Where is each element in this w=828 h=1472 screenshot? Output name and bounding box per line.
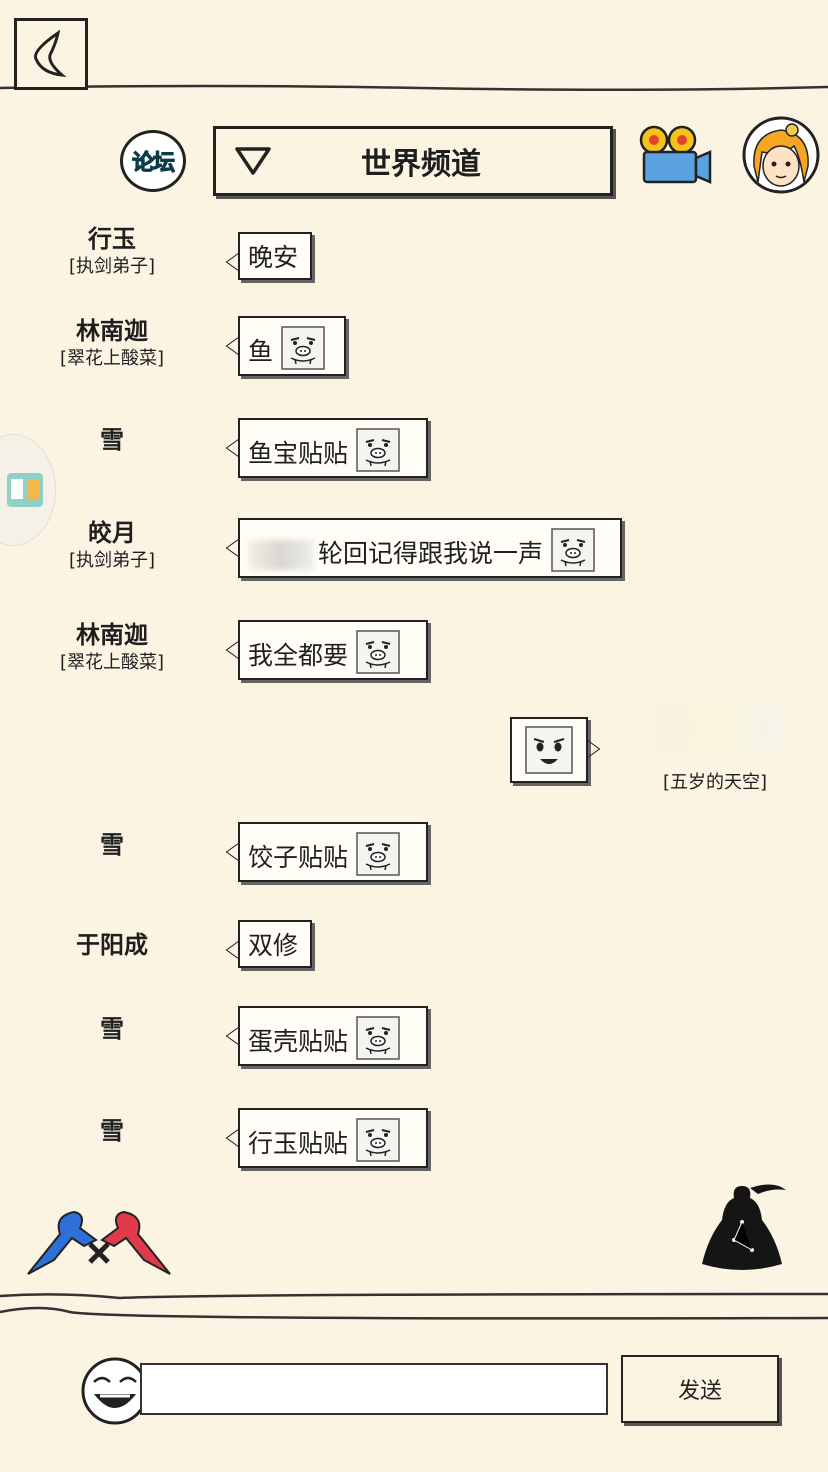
sender-title: [翠花上酸菜] xyxy=(59,348,165,369)
bubble-text: 轮回记得跟我说一声 xyxy=(318,539,544,568)
pig-face-sticker-icon xyxy=(356,630,400,674)
chat-bubble[interactable]: 饺子贴贴 xyxy=(226,822,428,882)
message-sender[interactable]: 雪 xyxy=(20,830,204,860)
chat-bubble[interactable]: 我全都要 xyxy=(226,620,428,680)
self-chat-bubble[interactable] xyxy=(510,717,600,783)
sender-name: 雪 xyxy=(100,1015,124,1043)
sender-name: 雪 xyxy=(100,1117,124,1145)
message-sender[interactable]: 于阳成 xyxy=(20,930,204,960)
header-divider xyxy=(0,84,828,92)
pig-face-sticker-icon xyxy=(356,1016,400,1060)
channel-select[interactable]: 世界频道 xyxy=(213,126,613,196)
pig-face-sticker-icon xyxy=(551,528,595,572)
bubble-text: 行玉贴贴 xyxy=(248,1129,349,1158)
meditating-figure-icon[interactable] xyxy=(694,1180,790,1276)
forum-button[interactable]: 论坛 xyxy=(120,130,186,192)
chat-bubble[interactable]: 双修 xyxy=(226,920,312,968)
message-sender[interactable]: 雪 xyxy=(20,1014,204,1044)
bubble-text: 我全都要 xyxy=(248,641,349,670)
pig-face-sticker-icon xyxy=(281,326,325,370)
fighters-icon[interactable] xyxy=(24,1204,174,1280)
sender-title: [执剑弟子] xyxy=(68,550,156,571)
triangle-down-icon xyxy=(235,147,271,175)
pig-face-sticker-icon xyxy=(356,428,400,472)
chat-bubble[interactable]: 行玉贴贴 xyxy=(226,1108,428,1168)
message-sender[interactable]: 林南迦 [翠花上酸菜] xyxy=(20,620,204,676)
laughing-face-icon[interactable] xyxy=(80,1356,150,1426)
blurred-content xyxy=(248,540,314,570)
movie-camera-icon[interactable] xyxy=(634,124,714,188)
sender-name: 皎月 xyxy=(88,519,136,547)
sender-title: [翠花上酸菜] xyxy=(59,652,165,673)
sender-name: 雪 xyxy=(100,831,124,859)
chat-bubble[interactable]: 鱼宝贴贴 xyxy=(226,418,428,478)
sender-name: 行玉 xyxy=(88,225,136,253)
game-center-icon xyxy=(7,473,43,507)
sender-name: 雪 xyxy=(100,426,124,454)
message-input[interactable] xyxy=(140,1363,608,1415)
sender-name: 于阳成 xyxy=(76,931,148,959)
bubble-text: 饺子贴贴 xyxy=(248,843,349,872)
footer-divider xyxy=(0,1292,828,1320)
sender-title: [执剑弟子] xyxy=(68,256,156,277)
back-button[interactable] xyxy=(14,18,88,90)
forum-label: 论坛 xyxy=(131,151,175,177)
chat-bubble[interactable]: 蛋壳贴贴 xyxy=(226,1006,428,1066)
channel-title: 世界频道 xyxy=(361,147,481,182)
back-chevron-icon xyxy=(33,29,67,77)
sender-name: 林南迦 xyxy=(76,621,148,649)
bubble-text: 鱼宝贴贴 xyxy=(248,439,349,468)
message-sender[interactable]: 雪 xyxy=(20,1116,204,1146)
message-sender[interactable]: 林南迦 [翠花上酸菜] xyxy=(20,316,204,372)
self-name-blurred xyxy=(660,706,780,752)
chat-bubble[interactable]: 晚安 xyxy=(226,232,312,280)
self-title: [五岁的天空] xyxy=(662,772,768,793)
message-sender[interactable]: 皎月 [执剑弟子] xyxy=(20,518,204,574)
bubble-text: 晚安 xyxy=(248,243,299,272)
sender-name: 林南迦 xyxy=(76,317,148,345)
pig-face-sticker-icon xyxy=(356,832,400,876)
bubble-text: 鱼 xyxy=(248,337,274,366)
bubble-text: 双修 xyxy=(248,931,299,960)
girl-avatar-icon[interactable] xyxy=(742,116,820,194)
message-sender[interactable]: 雪 xyxy=(20,425,204,455)
pig-face-sticker-icon xyxy=(356,1118,400,1162)
chat-bubble[interactable]: 鱼 xyxy=(226,316,346,376)
message-sender[interactable]: 行玉 [执剑弟子] xyxy=(20,224,204,280)
chat-bubble[interactable]: 轮回记得跟我说一声 xyxy=(226,518,622,578)
smiling-face-sticker-icon xyxy=(525,726,573,774)
bubble-text: 蛋壳贴贴 xyxy=(248,1027,349,1056)
send-button[interactable]: 发送 xyxy=(621,1355,779,1423)
